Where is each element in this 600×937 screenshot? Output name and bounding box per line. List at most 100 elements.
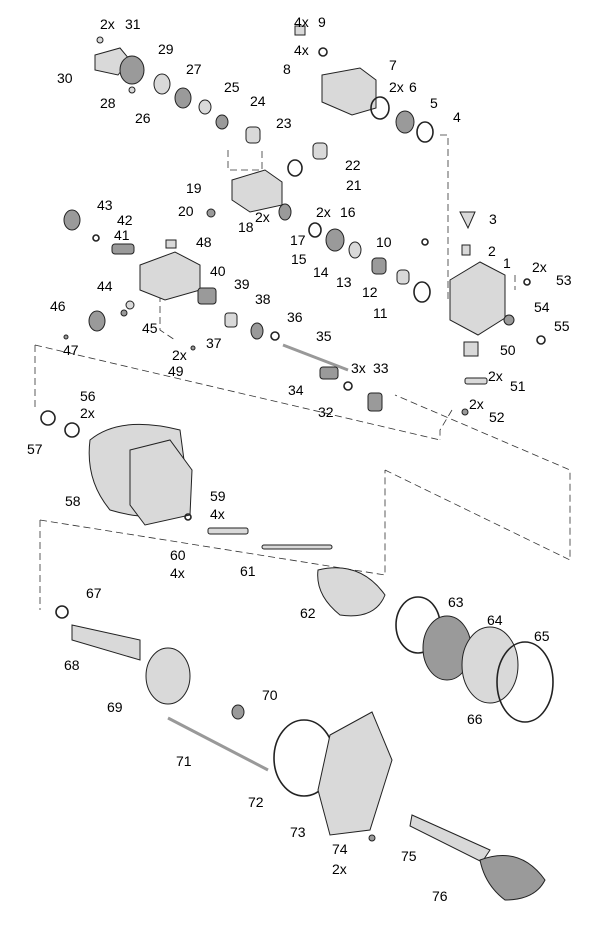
callout-35: 35 xyxy=(316,328,332,344)
callout-44: 44 xyxy=(97,278,113,294)
part-71 xyxy=(167,716,269,772)
callout-70: 70 xyxy=(262,687,278,703)
callout-34: 34 xyxy=(288,382,304,398)
part-12 xyxy=(396,269,410,285)
part-22 xyxy=(312,142,328,160)
part-23 xyxy=(245,126,261,144)
part-33 xyxy=(343,381,353,391)
quantity-16: 2x xyxy=(316,204,331,220)
callout-71: 71 xyxy=(176,753,192,769)
callout-30: 30 xyxy=(57,70,73,86)
part-69 xyxy=(145,647,191,705)
part-5 xyxy=(395,110,415,134)
callout-5: 5 xyxy=(430,95,438,111)
part-75 xyxy=(409,814,491,863)
part-28 xyxy=(128,86,136,94)
part-41 xyxy=(111,243,135,255)
part-48 xyxy=(165,239,177,249)
quantity-8: 4x xyxy=(294,42,309,58)
part-52 xyxy=(461,408,469,416)
part-51 xyxy=(464,377,488,385)
quantity-9: 4x xyxy=(294,14,309,30)
callout-64: 64 xyxy=(487,612,503,628)
callout-59: 59 xyxy=(210,488,226,504)
callout-43: 43 xyxy=(97,197,113,213)
callout-46: 46 xyxy=(50,298,66,314)
quantity-6: 2x xyxy=(389,79,404,95)
part-73 xyxy=(317,711,393,836)
callout-1: 1 xyxy=(503,255,511,271)
callout-23: 23 xyxy=(276,115,292,131)
callout-48: 48 xyxy=(196,234,212,250)
callout-33: 33 xyxy=(373,360,389,376)
part-34 xyxy=(319,366,339,380)
callout-75: 75 xyxy=(401,848,417,864)
part-40 xyxy=(139,251,201,301)
part-65 xyxy=(461,626,519,704)
callout-74: 74 xyxy=(332,841,348,857)
callout-22: 22 xyxy=(345,157,361,173)
part-67 xyxy=(55,605,69,619)
callout-8: 8 xyxy=(283,61,291,77)
part-3 xyxy=(459,211,476,230)
callout-27: 27 xyxy=(186,61,202,77)
callout-54: 54 xyxy=(534,299,550,315)
callout-29: 29 xyxy=(158,41,174,57)
part-53 xyxy=(523,278,531,286)
part-68 xyxy=(71,624,141,661)
part-13 xyxy=(371,257,387,275)
part-6 xyxy=(370,96,390,120)
part-60 xyxy=(207,527,249,535)
part-8 xyxy=(318,47,328,57)
callout-14: 14 xyxy=(313,264,329,280)
part-70 xyxy=(231,704,245,720)
part-7 xyxy=(321,67,377,116)
part-26 xyxy=(174,87,192,109)
part-59 xyxy=(184,513,192,521)
part-43 xyxy=(63,209,81,231)
part-46 xyxy=(88,310,106,332)
part-20 xyxy=(206,208,216,218)
callout-36: 36 xyxy=(287,309,303,325)
part-15 xyxy=(325,228,345,252)
callout-67: 67 xyxy=(86,585,102,601)
callout-26: 26 xyxy=(135,110,151,126)
part-18 xyxy=(278,203,292,221)
callout-6: 6 xyxy=(409,79,417,95)
part-11 xyxy=(413,281,431,303)
callout-41: 41 xyxy=(114,227,130,243)
part-38 xyxy=(224,312,238,328)
part-45 xyxy=(120,309,128,317)
part-2 xyxy=(461,244,471,256)
callout-labels: 312x293027282625242394x84x762x5422211920… xyxy=(27,14,572,904)
callout-19: 19 xyxy=(186,180,202,196)
callout-9: 9 xyxy=(318,14,326,30)
quantity-74: 2x xyxy=(332,861,347,877)
quantity-52: 2x xyxy=(469,396,484,412)
part-62 xyxy=(317,567,386,617)
part-57 xyxy=(64,422,80,438)
callout-76: 76 xyxy=(432,888,448,904)
part-4 xyxy=(416,121,434,143)
callout-57: 57 xyxy=(27,441,43,457)
callout-69: 69 xyxy=(107,699,123,715)
part-35 xyxy=(282,343,349,372)
part-66 xyxy=(496,641,554,723)
callout-40: 40 xyxy=(210,263,226,279)
callout-72: 72 xyxy=(248,794,264,810)
part-39 xyxy=(197,287,217,305)
callout-66: 66 xyxy=(467,711,483,727)
callout-10: 10 xyxy=(376,234,392,250)
callout-31: 31 xyxy=(125,16,141,32)
callout-28: 28 xyxy=(100,95,116,111)
callout-4: 4 xyxy=(453,109,461,125)
quantity-59: 4x xyxy=(210,506,225,522)
part-76 xyxy=(479,855,546,901)
part-19 xyxy=(231,169,283,213)
part-9 xyxy=(294,25,306,36)
part-31 xyxy=(96,36,104,44)
callout-63: 63 xyxy=(448,594,464,610)
callout-11: 11 xyxy=(373,305,388,321)
part-16 xyxy=(308,222,322,238)
part-74 xyxy=(368,834,376,842)
